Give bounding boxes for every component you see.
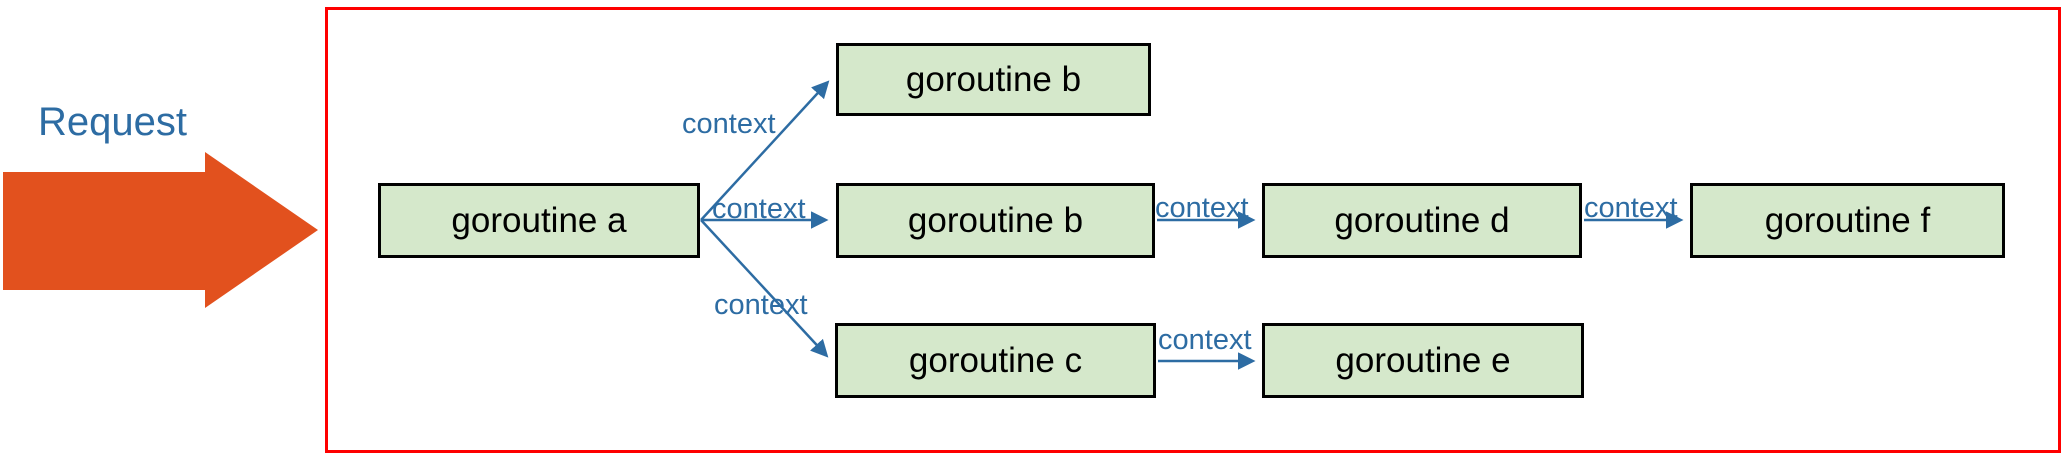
request-scope-boundary xyxy=(325,7,2061,453)
node-goroutine-f: goroutine f xyxy=(1690,183,2005,258)
edge-label-a-c: context xyxy=(714,289,808,321)
request-arrow-icon xyxy=(3,152,318,308)
edge-label-d-f: context xyxy=(1584,192,1678,224)
node-goroutine-e: goroutine e xyxy=(1262,323,1584,398)
node-goroutine-d: goroutine d xyxy=(1262,183,1582,258)
node-goroutine-c: goroutine c xyxy=(835,323,1156,398)
edge-label-b2-d: context xyxy=(1155,192,1249,224)
node-goroutine-b-top: goroutine b xyxy=(836,43,1151,116)
edge-label-a-b2: context xyxy=(712,193,806,225)
node-goroutine-a: goroutine a xyxy=(378,183,700,258)
node-goroutine-b-mid: goroutine b xyxy=(836,183,1155,258)
edge-label-a-b1: context xyxy=(682,108,776,140)
edge-label-c-e: context xyxy=(1158,324,1252,356)
request-label: Request xyxy=(38,100,187,144)
request-arrow-shape xyxy=(3,152,318,308)
